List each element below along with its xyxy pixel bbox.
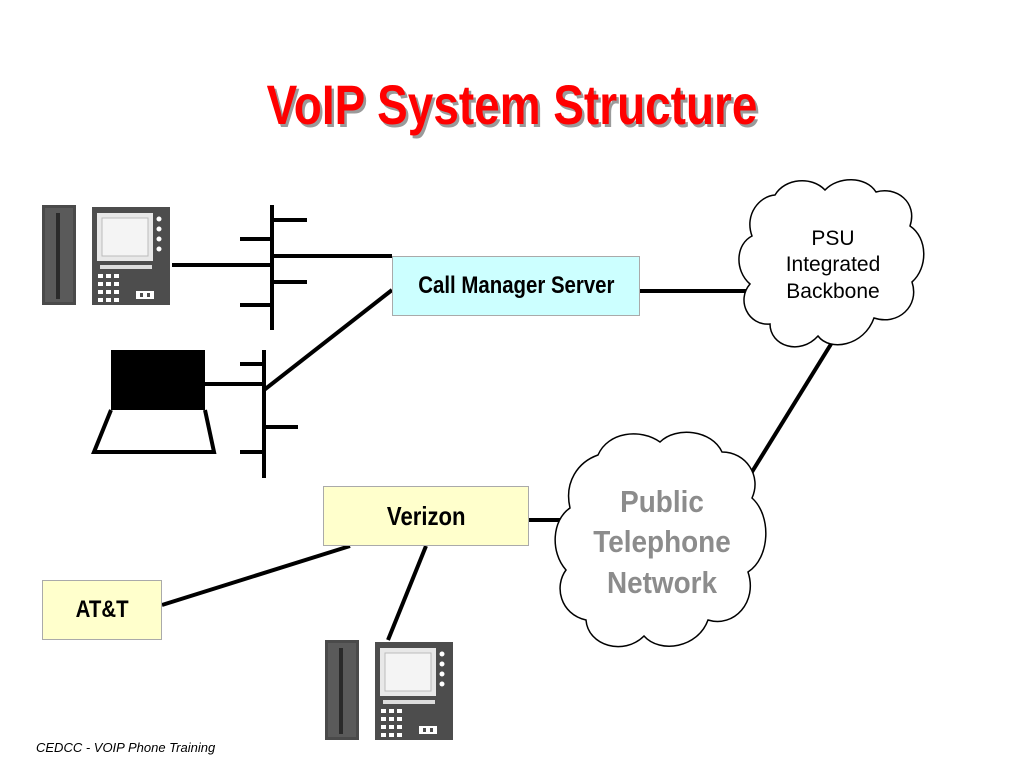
verizon-att-link bbox=[161, 544, 351, 607]
ip-phone-icon bbox=[41, 204, 171, 306]
verizon-box: Verizon bbox=[323, 486, 529, 546]
ptn-line-2: Telephone bbox=[593, 524, 731, 560]
call-manager-server-box: Call Manager Server bbox=[392, 256, 640, 316]
verizon-label: Verizon bbox=[386, 500, 466, 531]
cloud-icon bbox=[554, 431, 767, 648]
ip-phone-icon bbox=[324, 639, 454, 741]
page-title: VoIP System Structure bbox=[266, 73, 758, 136]
psu-line-1: PSU bbox=[811, 227, 855, 250]
hub2-cms-link bbox=[262, 288, 394, 392]
network-lines bbox=[161, 205, 838, 641]
call-manager-server-label: Call Manager Server bbox=[417, 272, 615, 299]
verizon-phone2-link bbox=[386, 545, 428, 641]
psu-line-3: Backbone bbox=[786, 279, 880, 303]
ptn-line-1: Public bbox=[620, 484, 704, 519]
ptn-line-3: Network bbox=[606, 564, 718, 600]
laptop-icon bbox=[91, 350, 217, 454]
att-box: AT&T bbox=[42, 580, 162, 640]
footer-text: CEDCC - VOIP Phone Training bbox=[36, 740, 216, 755]
psu-backbone-label: PSU Integrated Backbone bbox=[748, 226, 918, 305]
psu-public-link bbox=[740, 334, 838, 490]
cloud-icon bbox=[738, 179, 925, 348]
att-label: AT&T bbox=[75, 596, 129, 623]
psu-line-2: Integrated bbox=[785, 253, 881, 277]
public-telephone-network-label: Public Telephone Network bbox=[562, 482, 762, 603]
